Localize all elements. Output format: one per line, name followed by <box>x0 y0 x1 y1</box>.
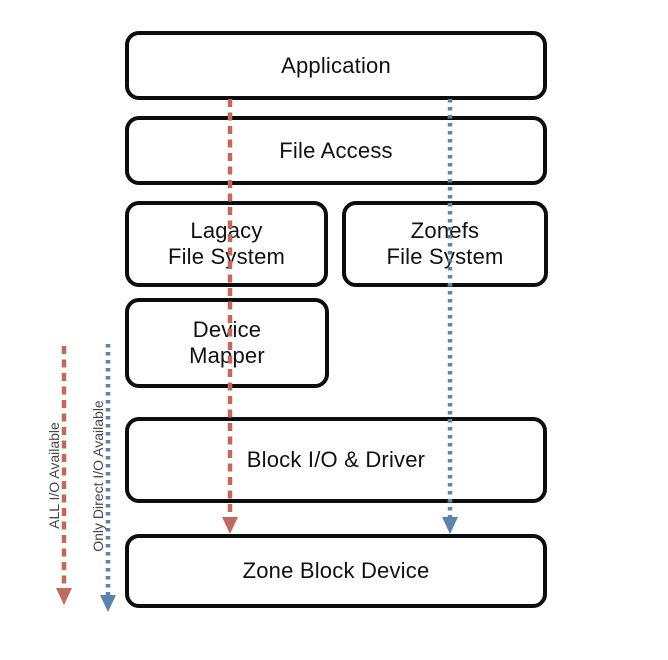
box-zonefs-file-system: Zonefs File System <box>342 201 548 287</box>
box-zonefs-file-system-label: Zonefs File System <box>386 218 504 269</box>
box-application: Application <box>125 31 547 100</box>
box-legacy-file-system: Lagacy File System <box>125 201 328 287</box>
all-io-annotation-arrowhead-icon <box>56 588 72 605</box>
box-device-mapper-label: Device Mapper <box>189 317 265 368</box>
only-direct-io-annotation-arrowhead-icon <box>100 595 116 612</box>
annotation-only-direct-io-available: Only Direct I/O Available <box>90 400 106 552</box>
box-file-access-label: File Access <box>279 137 393 163</box>
box-zone-block-device-label: Zone Block Device <box>242 558 430 584</box>
box-application-label: Application <box>281 52 391 78</box>
box-block-io-driver-label: Block I/O & Driver <box>246 447 426 473</box>
box-device-mapper: Device Mapper <box>125 298 329 388</box>
box-block-io-driver: Block I/O & Driver <box>125 417 547 503</box>
box-legacy-file-system-label: Lagacy File System <box>167 218 286 269</box>
zonefs-io-path-arrowhead-icon <box>442 517 458 534</box>
annotation-all-io-available: ALL I/O Available <box>46 422 62 529</box>
legacy-io-path-arrowhead-icon <box>222 517 238 534</box>
box-zone-block-device: Zone Block Device <box>125 534 547 608</box>
box-file-access: File Access <box>125 116 547 185</box>
